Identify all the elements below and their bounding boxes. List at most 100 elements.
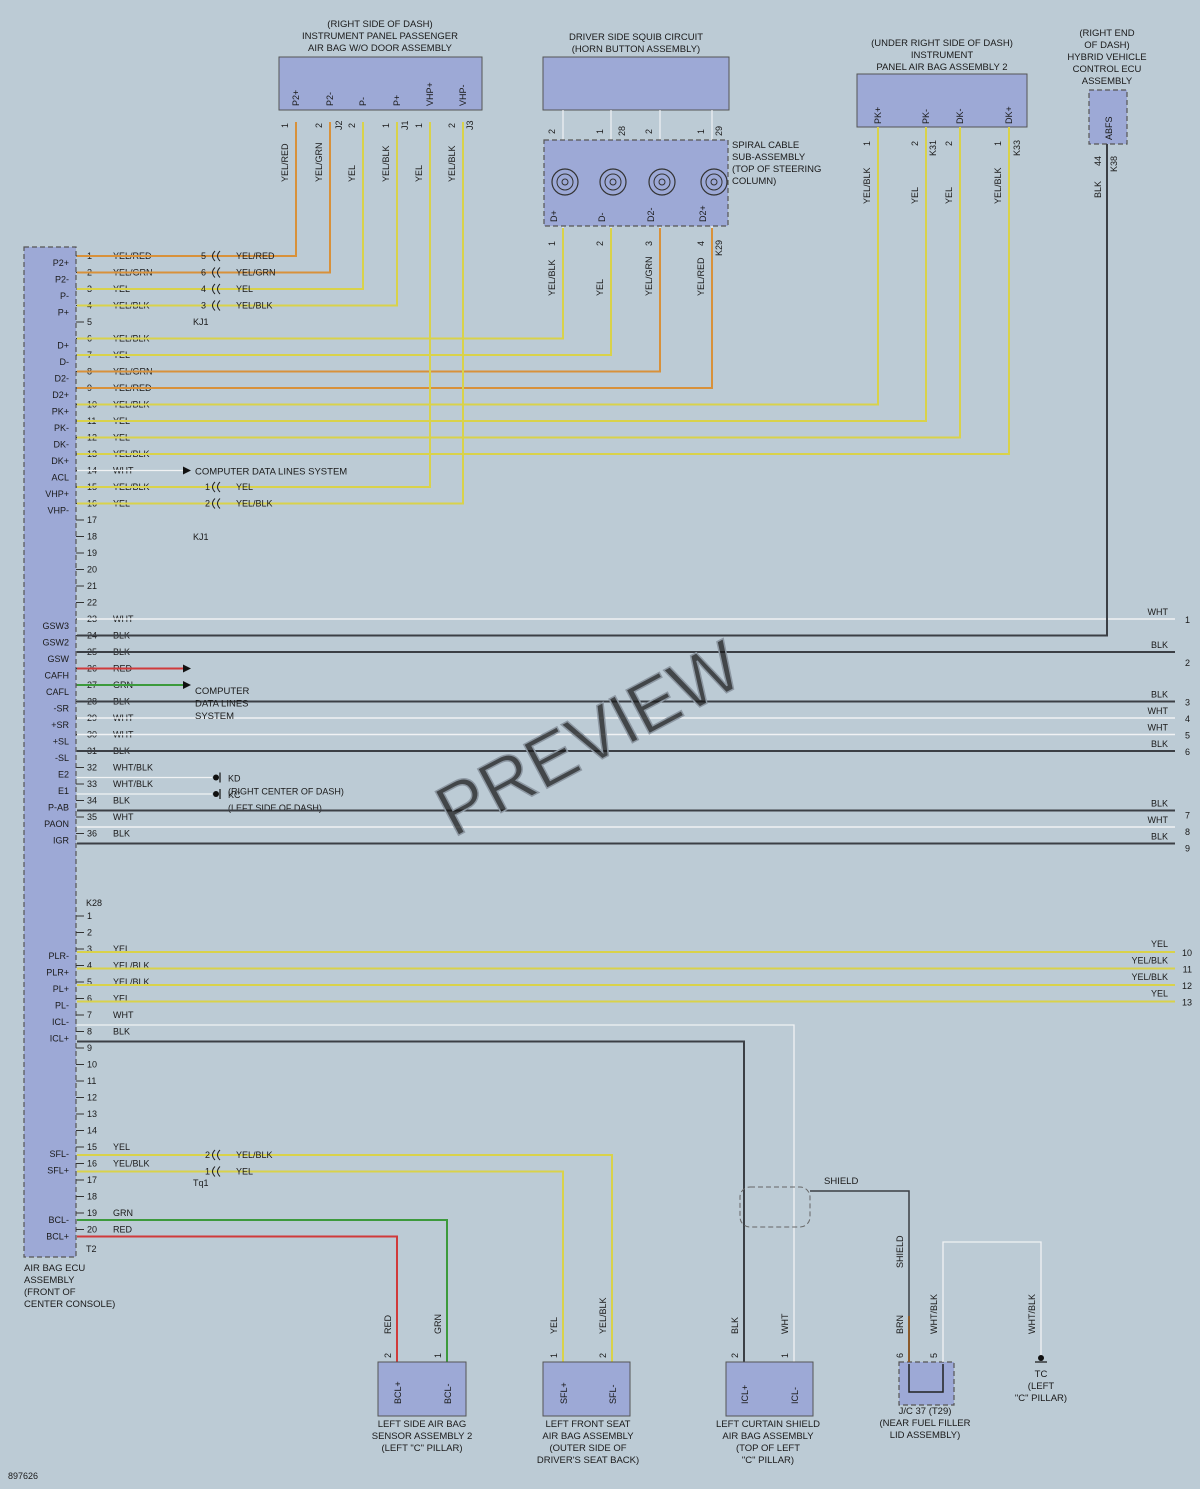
spiral-pin-number: 4 bbox=[696, 241, 706, 246]
k28-wire-label: WHT/BLK bbox=[113, 779, 153, 789]
jc37-wire-label: BRN bbox=[895, 1315, 905, 1334]
kj1-wire-label: YEL/BLK bbox=[236, 301, 273, 311]
k28-signal-label: P2+ bbox=[53, 258, 69, 268]
left-curtain-wire-label: BLK bbox=[730, 1317, 740, 1334]
kj1-splice-icon bbox=[212, 267, 221, 278]
shield-wire bbox=[810, 1190, 910, 1362]
passenger-pin-label: P2+ bbox=[291, 90, 301, 106]
edge-wire-label: BLK bbox=[1151, 739, 1168, 749]
left-front-seat-caption: AIR BAG ASSEMBLY bbox=[542, 1431, 634, 1442]
t2-pin-number: 15 bbox=[87, 1142, 97, 1152]
spiral-pin-label: D- bbox=[597, 213, 607, 223]
tq1-pin-number: 1 bbox=[205, 1167, 210, 1177]
spiral-pin-number: 3 bbox=[644, 241, 654, 246]
t2-pin-number: 17 bbox=[87, 1175, 97, 1185]
airbag-ecu-caption: ASSEMBLY bbox=[24, 1275, 75, 1286]
coil-icon bbox=[556, 173, 574, 191]
ground-location-label: (LEFT SIDE OF DASH) bbox=[228, 803, 322, 813]
k28-signal-label: PAON bbox=[44, 819, 69, 829]
edge-wire-label: YEL/BLK bbox=[1131, 956, 1168, 966]
connector-label: J2 bbox=[334, 120, 344, 130]
spiral-cable-caption: (TOP OF STEERING bbox=[732, 164, 821, 175]
connector-label: J3 bbox=[465, 120, 475, 130]
k28-signal-label: DK- bbox=[54, 440, 70, 450]
jc-wire bbox=[942, 1241, 1042, 1362]
passenger-pin-label: VHP+ bbox=[425, 82, 435, 106]
coil-icon bbox=[658, 178, 666, 186]
coil-icon bbox=[705, 173, 723, 191]
shield-wire-label: SHIELD bbox=[895, 1235, 905, 1268]
k28-pin-number: 32 bbox=[87, 763, 97, 773]
passenger-wire-label: YEL/RED bbox=[280, 143, 290, 182]
k28-wire-label: BLK bbox=[113, 796, 130, 806]
tq1-wire-label: YEL bbox=[236, 1167, 253, 1177]
panel-airbag2-caption: INSTRUMENT bbox=[911, 50, 973, 61]
k28-pin-number: 21 bbox=[87, 581, 97, 591]
left-side-sensor-pin-label: BCL- bbox=[443, 1383, 453, 1404]
left-curtain-caption: LEFT CURTAIN SHIELD bbox=[716, 1419, 820, 1430]
t2-connector-label: T2 bbox=[86, 1244, 97, 1254]
coil-icon bbox=[700, 168, 728, 196]
t2-pin-number: 9 bbox=[87, 1043, 92, 1053]
t2-signal-label: ICL+ bbox=[50, 1034, 69, 1044]
left-curtain-box bbox=[725, 1361, 814, 1417]
t2-wire-curtain bbox=[77, 1024, 795, 1362]
k28-wire-vhp bbox=[77, 122, 464, 505]
k28-wire-to-passenger bbox=[77, 122, 398, 307]
tq1-label: Tq1 bbox=[193, 1178, 209, 1188]
left-front-seat-pin-label: SFL- bbox=[608, 1384, 618, 1404]
k28-signal-label: PK- bbox=[54, 423, 69, 433]
connector-label: 29 bbox=[714, 126, 724, 136]
edge-wire-label: WHT bbox=[1148, 723, 1169, 733]
passenger-pin-number: 1 bbox=[280, 123, 290, 128]
t2-pin-number: 11 bbox=[87, 1076, 96, 1086]
jc37-caption: (NEAR FUEL FILLER bbox=[880, 1418, 971, 1429]
kj1-label: KJ1 bbox=[193, 317, 209, 327]
t2-pin-number: 20 bbox=[87, 1225, 97, 1235]
k28-signal-label: +SR bbox=[51, 720, 69, 730]
edge-number: 4 bbox=[1185, 714, 1190, 724]
spiral-cable-box bbox=[543, 139, 729, 227]
arrow-icon bbox=[183, 466, 191, 475]
k28-wire-label: BLK bbox=[113, 829, 130, 839]
k28-signal-label: D2+ bbox=[52, 390, 69, 400]
edge-wire-label: YEL bbox=[1151, 989, 1168, 999]
t2-wire-label: WHT bbox=[113, 1010, 134, 1020]
edge-number: 11 bbox=[1183, 965, 1192, 975]
spiral-wire-label: YEL bbox=[595, 279, 605, 296]
k28-signal-label: GSW bbox=[48, 654, 70, 664]
kj1-splice-icon bbox=[212, 481, 221, 493]
left-curtain-pin-label: ICL- bbox=[790, 1387, 800, 1404]
left-front-seat-caption: DRIVER'S SEAT BACK) bbox=[537, 1455, 639, 1466]
passenger-pin-label: P2- bbox=[325, 92, 335, 106]
edge-number: 5 bbox=[1185, 731, 1190, 741]
left-side-sensor-box bbox=[377, 1361, 467, 1417]
edge-number: 1 bbox=[1185, 615, 1190, 625]
t2-pin-number: 8 bbox=[87, 1027, 92, 1037]
left-side-sensor-caption: LEFT SIDE AIR BAG bbox=[378, 1419, 467, 1430]
k28-signal-label: CAFH bbox=[45, 671, 70, 681]
passenger-airbag-box bbox=[278, 56, 483, 111]
edge-number: 12 bbox=[1182, 981, 1192, 991]
left-front-seat-wire-label: YEL/BLK bbox=[598, 1297, 608, 1334]
panel2-pin-label: DK+ bbox=[1004, 106, 1014, 124]
t2-pin-number: 13 bbox=[87, 1109, 97, 1119]
t2-wire-label: YEL/BLK bbox=[113, 977, 150, 987]
connector-label: J1 bbox=[400, 120, 410, 130]
k28-pin-number: 34 bbox=[87, 796, 97, 806]
kj1-pin-number: 3 bbox=[201, 301, 206, 311]
passenger-airbag-caption: AIR BAG W/O DOOR ASSEMBLY bbox=[308, 43, 453, 54]
kj1-label: KJ1 bbox=[193, 532, 209, 542]
left-front-seat-caption: (OUTER SIDE OF bbox=[549, 1443, 626, 1454]
k28-wire-to-panel2 bbox=[77, 127, 879, 406]
t2-wire-label: YEL bbox=[113, 944, 130, 954]
edge-number: 9 bbox=[1185, 844, 1190, 854]
spiral-pin-number: 1 bbox=[547, 241, 557, 246]
kj1-splice-icon bbox=[212, 498, 221, 509]
left-front-seat-pin-number: 2 bbox=[598, 1353, 608, 1358]
panel2-wire-label: YEL bbox=[910, 187, 920, 204]
t2-signal-label: PLR- bbox=[48, 951, 69, 961]
k28-signal-label: -SR bbox=[54, 704, 70, 714]
hv-ecu-caption: HYBRID VEHICLE bbox=[1067, 52, 1146, 63]
edge-wire-label: BLK bbox=[1151, 799, 1168, 809]
